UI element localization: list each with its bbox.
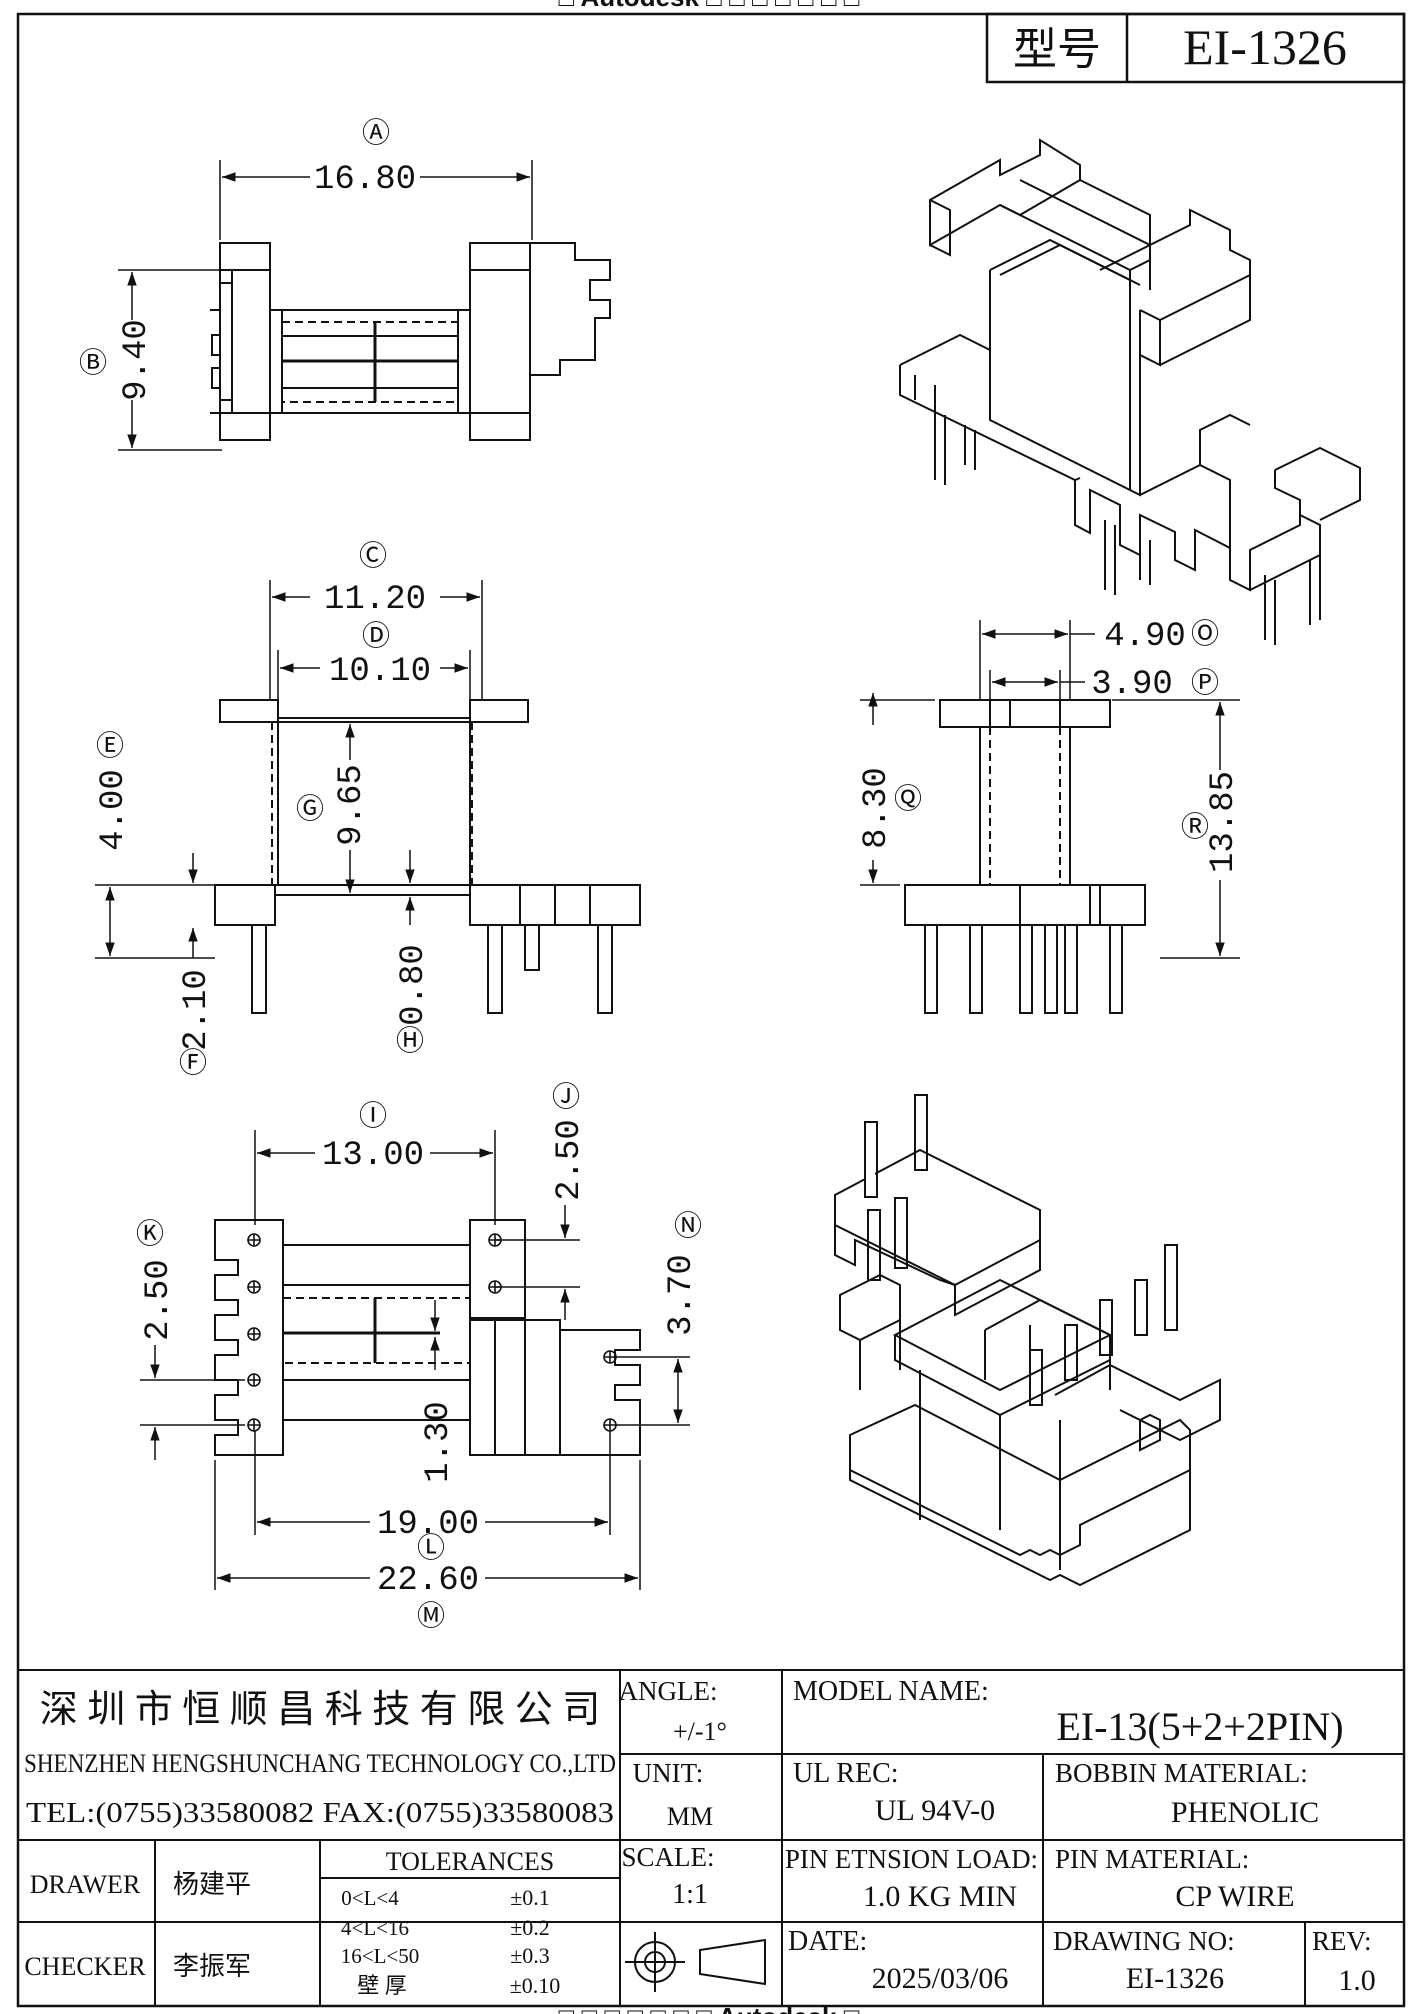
unit-label: UNIT:	[633, 1758, 704, 1788]
dim-m-marker: Ⓜ	[417, 1600, 445, 1632]
date-value: 2025/03/06	[872, 1962, 1009, 1995]
tolerance-range-3: 16<L<50	[341, 1944, 420, 1968]
dim-i-marker: Ⓘ	[359, 1100, 387, 1132]
dim-j-value: 2.50	[551, 1119, 589, 1201]
tolerance-value-3: ±0.3	[510, 1943, 550, 1968]
dim-o-value: 4.90	[1104, 618, 1186, 656]
dim-b-value: 9.40	[118, 319, 156, 401]
dim-j-marker: Ⓙ	[552, 1081, 580, 1113]
ul-label: UL REC:	[793, 1758, 899, 1789]
dim-n-marker: Ⓝ	[674, 1210, 702, 1242]
tolerance-range-2: 4<L<16	[341, 1916, 409, 1940]
dim-k-value: 2.50	[140, 1259, 178, 1341]
watermark-bottom: □ □ □ □ □ □ □ Autodesk □	[559, 2002, 860, 2014]
company-name-en: SHENZHEN HENGSHUNCHANG TECHNOLOGY CO.,LT…	[24, 1749, 616, 1778]
model-header-box: 型号 EI-1326	[985, 12, 1406, 84]
checker-name: 李振军	[173, 1952, 251, 1981]
company-name-cn: 深 圳 市 恒 顺 昌 科 技 有 限 公 司	[40, 1689, 601, 1731]
scale-value: 1:1	[672, 1879, 708, 1910]
dimension-lines	[95, 160, 1240, 1590]
unit-value: MM	[667, 1802, 713, 1831]
isometric-view-bottom	[834, 1094, 1221, 1587]
model-value: EI-1326	[1183, 19, 1347, 75]
dimension-labels: Ⓐ 16.80 Ⓑ 9.40 Ⓒ 11.20 Ⓓ 10.10 Ⓔ 4.00 2.…	[79, 117, 1243, 1632]
dim-h-marker: Ⓗ	[396, 1025, 424, 1057]
scale-label: SCALE:	[621, 1842, 714, 1872]
date-label: DATE:	[788, 1926, 867, 1957]
dim-a-value: 16.80	[314, 161, 416, 199]
dim-l-value: 19.00	[377, 1506, 479, 1544]
dim-a-marker: Ⓐ	[362, 117, 390, 149]
title-block	[18, 1669, 1404, 2006]
title-block-text: 深 圳 市 恒 顺 昌 科 技 有 限 公 司 SHENZHEN HENGSHU…	[24, 1676, 1376, 1998]
pin-load-label: PIN ETNSION LOAD:	[785, 1844, 1038, 1874]
drawing-no-value: EI-1326	[1126, 1962, 1224, 1995]
top-view	[210, 242, 611, 441]
model-name-value: EI-13(5+2+2PIN)	[1056, 1704, 1343, 1749]
dim-l-marker: Ⓛ	[417, 1532, 445, 1564]
dim-g-value: 9.65	[333, 764, 371, 846]
angle-value: +/-1°	[673, 1717, 727, 1746]
checker-label: CHECKER	[24, 1952, 146, 1981]
tolerance-value-4: ±0.10	[510, 1973, 561, 1998]
model-label: 型号	[1013, 25, 1101, 74]
dim-d-marker: Ⓓ	[362, 620, 390, 652]
rev-label: REV:	[1312, 1926, 1372, 1956]
dim-c-value: 11.20	[324, 581, 426, 619]
drawing-no-label: DRAWING NO:	[1053, 1926, 1235, 1956]
dim-q-value: 8.30	[858, 767, 896, 849]
tolerance-value-1: ±0.1	[510, 1885, 550, 1910]
angle-label: ANGLE:	[619, 1676, 718, 1706]
dim-p-marker: Ⓟ	[1191, 667, 1219, 699]
dim-e-value: 4.00	[95, 769, 133, 851]
drawer-name: 杨建平	[173, 1870, 251, 1899]
dim-g-marker: Ⓖ	[296, 793, 324, 825]
dim-unlabeled-value: 1.30	[420, 1401, 458, 1483]
dim-p-value: 3.90	[1091, 666, 1173, 704]
pin-load-value: 1.0 KG MIN	[863, 1880, 1017, 1913]
watermark-top: □ Autodesk □ □ □ □ □ □ □	[559, 0, 860, 12]
dim-r-marker: Ⓡ	[1181, 811, 1209, 843]
tolerance-value-2: ±0.2	[510, 1915, 550, 1940]
dim-c-marker: Ⓒ	[359, 540, 387, 572]
dim-b-marker: Ⓑ	[79, 347, 107, 379]
isometric-view-top	[899, 138, 1361, 645]
dim-f-marker: Ⓕ	[179, 1047, 207, 1079]
dim-n-value: 3.70	[663, 1254, 701, 1336]
dim-f-value: 2.10	[178, 969, 216, 1051]
dim-h-value: 0.80	[395, 944, 433, 1026]
dim-r-value: 13.85	[1205, 771, 1243, 873]
model-name-label: MODEL NAME:	[793, 1676, 989, 1707]
ul-value: UL 94V-0	[875, 1794, 995, 1827]
dim-k-marker: Ⓚ	[136, 1218, 164, 1250]
bobbin-material-value: PHENOLIC	[1171, 1796, 1319, 1829]
drawer-label: DRAWER	[30, 1870, 141, 1899]
pin-material-label: PIN MATERIAL:	[1055, 1844, 1249, 1874]
side-view	[904, 699, 1146, 1014]
tolerance-range-1: 0<L<4	[341, 1886, 399, 1910]
dim-o-marker: Ⓞ	[1191, 618, 1219, 650]
bobbin-material-label: BOBBIN MATERIAL:	[1055, 1758, 1308, 1788]
dim-e-marker: Ⓔ	[96, 730, 124, 762]
dim-q-marker: Ⓠ	[894, 783, 922, 815]
front-view	[214, 699, 641, 1014]
company-contact: TEL:(0755)33580082 FAX:(0755)33580083	[26, 1798, 614, 1829]
dim-d-value: 10.10	[329, 653, 431, 691]
tolerances-label: TOLERANCES	[386, 1847, 555, 1876]
tolerance-range-4: 壁 厚	[357, 1973, 407, 1998]
sheet-border	[16, 12, 1406, 2008]
projection-symbol	[625, 1932, 766, 1992]
rev-value: 1.0	[1338, 1964, 1376, 1997]
dim-i-value: 13.00	[322, 1137, 424, 1175]
dim-m-value: 22.60	[377, 1562, 479, 1600]
pin-material-value: CP WIRE	[1175, 1880, 1294, 1913]
